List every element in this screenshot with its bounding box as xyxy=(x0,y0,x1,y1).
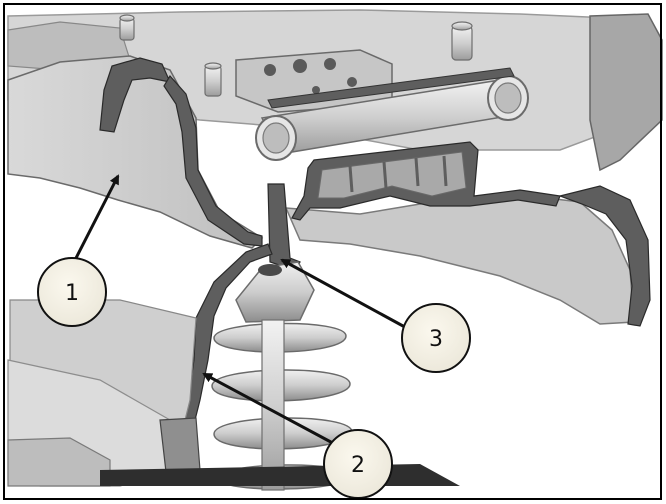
callout-1: 1 xyxy=(37,257,107,327)
wheelhouse-section-edge xyxy=(557,185,651,327)
callout-label: 1 xyxy=(65,281,79,306)
mounting-studs xyxy=(119,14,473,97)
callout-circle xyxy=(37,257,107,327)
strut-body xyxy=(261,319,285,491)
callout-label: 2 xyxy=(351,453,365,478)
mechanical-drawing xyxy=(7,9,663,491)
right-side-panel xyxy=(589,13,663,172)
figure-border xyxy=(3,3,662,500)
callout-circle xyxy=(401,303,471,373)
leader-arrow-3 xyxy=(280,258,415,334)
callout-label: 3 xyxy=(429,327,443,352)
callout-2: 2 xyxy=(323,429,393,499)
leader-arrow-1 xyxy=(72,174,120,263)
bracket-clip xyxy=(159,417,201,473)
plate-fasteners xyxy=(264,58,357,94)
callout-3: 3 xyxy=(401,303,471,373)
leader-arrow-2 xyxy=(202,372,343,450)
leader-arrows xyxy=(72,174,415,450)
